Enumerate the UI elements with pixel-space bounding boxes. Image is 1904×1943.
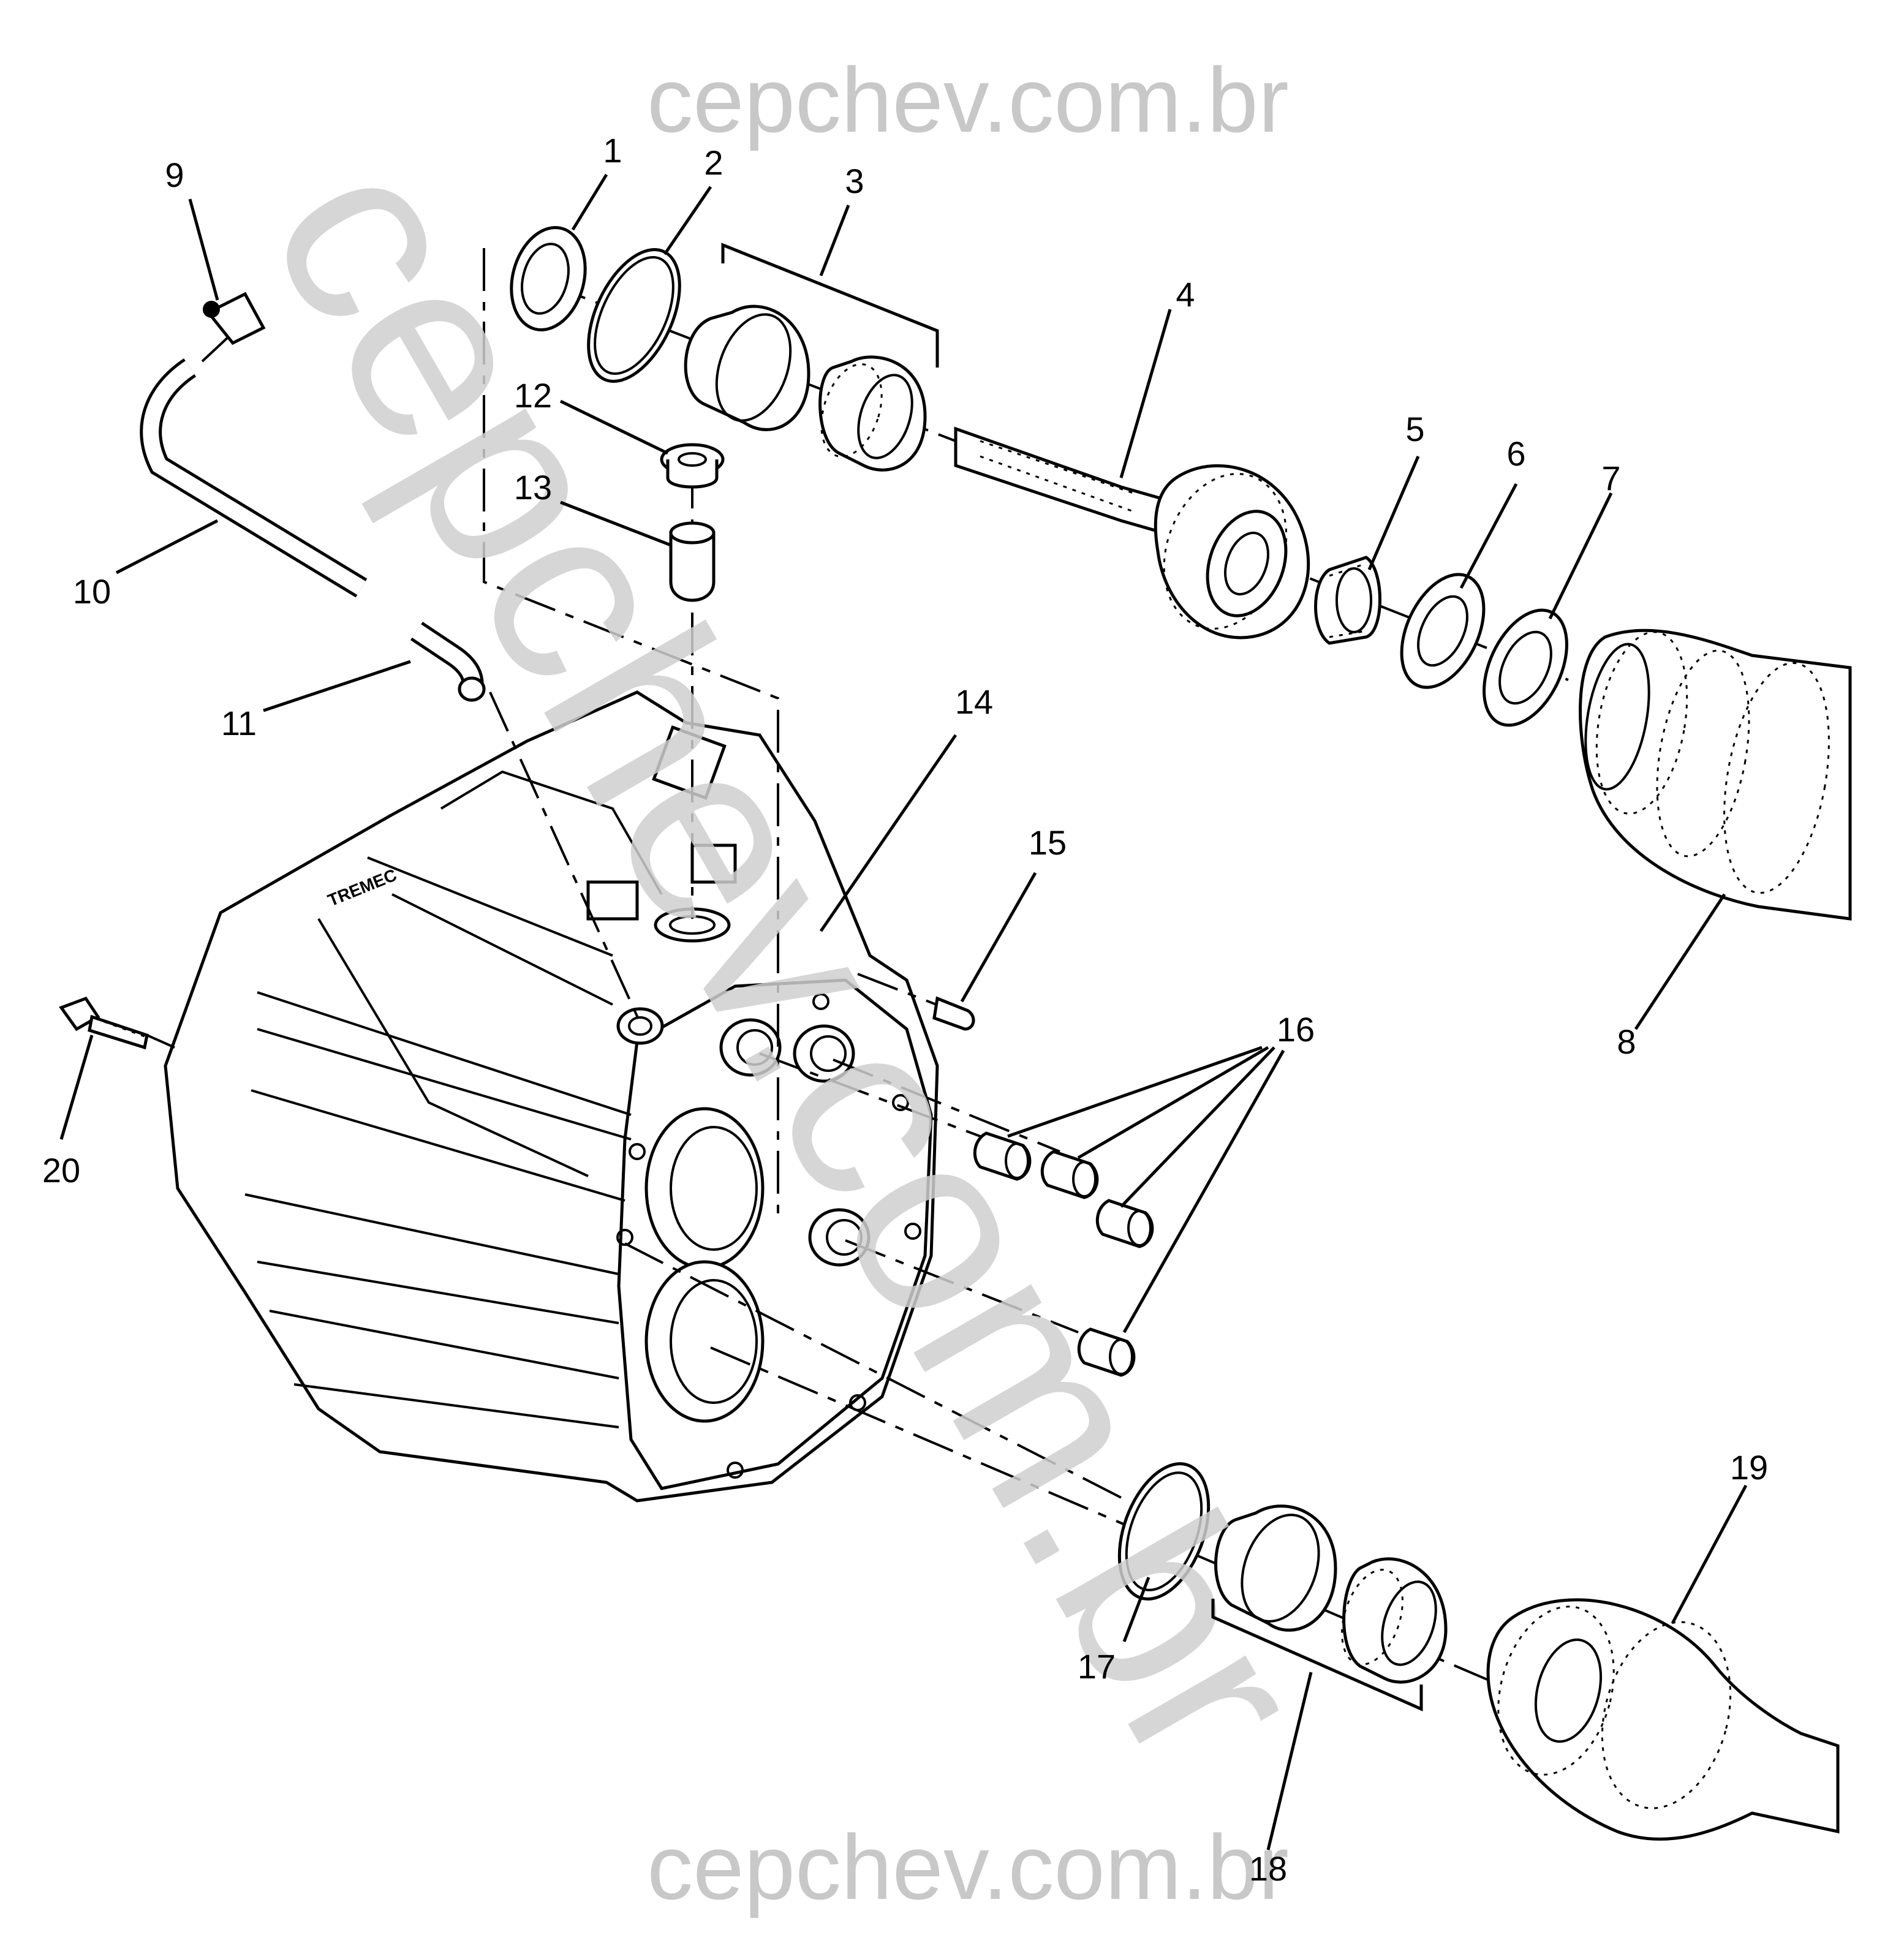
front-seal [510, 226, 587, 331]
callout-5: 5 [1405, 410, 1424, 448]
callout-19: 19 [1730, 1448, 1768, 1487]
bracket-3 [721, 243, 939, 368]
leader-lines [59, 173, 1748, 1851]
housing-bolt [59, 996, 149, 1050]
watermark-top: cepchev.com.br [647, 48, 1289, 151]
o-ring [587, 248, 681, 383]
callout-7: 7 [1601, 459, 1620, 497]
pilot-needle-bearing [1314, 556, 1381, 645]
dowel-pin [932, 996, 975, 1031]
callout-8: 8 [1617, 1022, 1636, 1061]
callout-17: 17 [1078, 1647, 1116, 1686]
countershaft-bearing-assembly [1214, 1504, 1448, 1684]
countershaft [1486, 1598, 1840, 1841]
callout-2: 2 [704, 143, 723, 182]
callout-3: 3 [845, 162, 864, 200]
callout-15: 15 [1029, 823, 1067, 862]
callout-6: 6 [1506, 434, 1525, 473]
main-shaft-assembly [1579, 628, 1852, 921]
bushings [973, 1131, 1154, 1377]
input-shaft [954, 426, 1310, 639]
callout-11: 11 [221, 704, 257, 742]
callout-1: 1 [603, 131, 622, 170]
callout-labels: 1 2 3 4 5 6 7 8 9 10 11 12 13 14 15 16 1… [42, 131, 1768, 1888]
bracket-18 [1211, 1599, 1423, 1711]
callout-14: 14 [955, 682, 993, 721]
detent-plunger [669, 521, 716, 602]
callout-9: 9 [165, 156, 184, 194]
callout-18: 18 [1249, 1849, 1287, 1888]
callout-4: 4 [1176, 275, 1195, 314]
callout-13: 13 [514, 468, 552, 507]
vent-fitting [410, 622, 486, 702]
input-bearing-assembly [684, 304, 927, 472]
watermark-bottom: cepchev.com.br [647, 1816, 1289, 1918]
callout-16: 16 [1277, 1010, 1315, 1049]
drain-plug [660, 443, 725, 489]
callout-12: 12 [514, 376, 552, 415]
thrust-washer [1400, 573, 1486, 689]
vent-clip [203, 292, 266, 345]
washer [1483, 608, 1568, 727]
callout-10: 10 [73, 572, 111, 611]
vent-tube [140, 358, 368, 598]
callout-20: 20 [42, 1151, 80, 1190]
